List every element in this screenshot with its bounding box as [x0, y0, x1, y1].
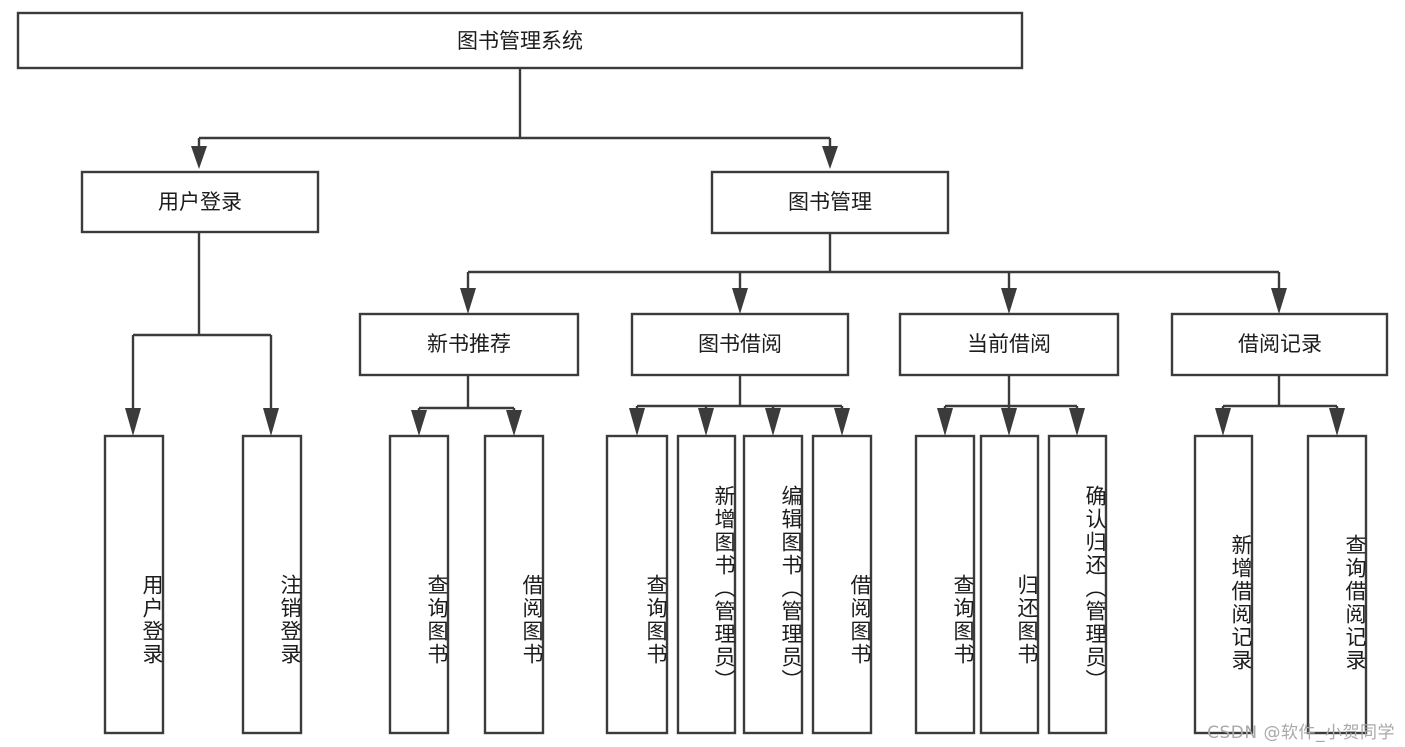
leaf-box-query-book-2[interactable]: [605, 434, 669, 735]
node-new-book-recommend-box[interactable]: [358, 312, 580, 377]
arrow-head-leaf-query-record: [1329, 408, 1345, 436]
node-book-management-label: 图书管理: [788, 190, 872, 214]
connector-group-new-book-recommend: [411, 375, 522, 436]
node-borrow-record[interactable]: 借阅记录: [1170, 312, 1389, 377]
node-new-book-recommend[interactable]: 新书推荐: [358, 312, 580, 377]
arrow-head-leaf-query-book-3: [937, 408, 953, 436]
node-root[interactable]: 图书管理系统: [16, 11, 1024, 70]
node-book-management[interactable]: 图书管理: [710, 170, 950, 235]
node-current-borrow-label: 当前借阅: [967, 332, 1051, 356]
node-book-management-box[interactable]: [710, 170, 950, 235]
node-user-login-box[interactable]: [80, 170, 320, 234]
node-borrow-record-box[interactable]: [1170, 312, 1389, 377]
arrow-head-current-borrow: [1001, 288, 1017, 314]
arrow-head-leaf-confirm-return: [1069, 408, 1085, 436]
arrow-head-leaf-edit-book: [765, 408, 781, 436]
leaf-box-query-book-3[interactable]: [914, 434, 976, 735]
node-root-box[interactable]: [16, 11, 1024, 70]
arrow-head-leaf-query-book-2: [629, 408, 645, 436]
node-borrow-record-label: 借阅记录: [1238, 332, 1322, 356]
leaf-box-edit-book[interactable]: [742, 434, 804, 735]
arrow-head-book-borrow: [732, 288, 748, 314]
connector-group-user-login: [125, 232, 279, 436]
leaf-box-borrow-book-2[interactable]: [811, 434, 873, 735]
leaf-box-borrow-book-1[interactable]: [483, 434, 545, 735]
node-new-book-recommend-label: 新书推荐: [427, 332, 511, 356]
arrow-head-leaf-return-book: [1001, 408, 1017, 436]
leaf-box-query-book-1[interactable]: [388, 434, 450, 735]
node-book-borrow-box[interactable]: [630, 312, 850, 377]
leaf-box-add-book[interactable]: [676, 434, 737, 735]
connector-group-book-borrow: [629, 375, 850, 436]
node-user-login[interactable]: 用户登录: [80, 170, 320, 234]
arrow-head-book-management: [822, 146, 838, 169]
leaf-box-confirm-return[interactable]: [1047, 434, 1108, 735]
arrow-head-leaf-borrow-book-1: [506, 410, 522, 436]
node-user-login-label: 用户登录: [158, 190, 242, 214]
arrow-head-leaf-add-book: [698, 408, 714, 436]
arrow-head-leaf-borrow-book-2: [834, 408, 850, 436]
arrow-head-new-book-recommend: [460, 288, 476, 314]
csdn-watermark: CSDN @软件_小贺同学: [1207, 723, 1395, 743]
leaf-box-return-book[interactable]: [979, 434, 1040, 735]
leaf-box-logout-login[interactable]: [241, 434, 303, 735]
arrow-head-leaf-user-login: [125, 408, 141, 436]
arrow-head-leaf-add-record: [1215, 408, 1231, 436]
node-book-borrow[interactable]: 图书借阅: [630, 312, 850, 377]
arrow-head-leaf-logout-login: [263, 408, 279, 436]
node-current-borrow[interactable]: 当前借阅: [898, 312, 1120, 377]
node-book-borrow-label: 图书借阅: [698, 332, 782, 356]
connector-group-root: [191, 68, 838, 169]
connector-group-current-borrow: [937, 375, 1085, 436]
leaf-box-group: [103, 434, 1368, 735]
connector-group-book-management: [460, 233, 1287, 314]
leaf-box-add-record[interactable]: [1193, 434, 1254, 735]
leaf-box-query-record[interactable]: [1306, 434, 1368, 735]
arrow-head-borrow-record: [1271, 288, 1287, 314]
node-root-label: 图书管理系统: [457, 29, 583, 53]
node-current-borrow-box[interactable]: [898, 312, 1120, 377]
arrow-head-user-login: [191, 146, 207, 169]
arrow-head-leaf-query-book-1: [411, 410, 427, 436]
connector-group-borrow-record: [1215, 375, 1345, 436]
leaf-box-user-login[interactable]: [103, 434, 165, 735]
